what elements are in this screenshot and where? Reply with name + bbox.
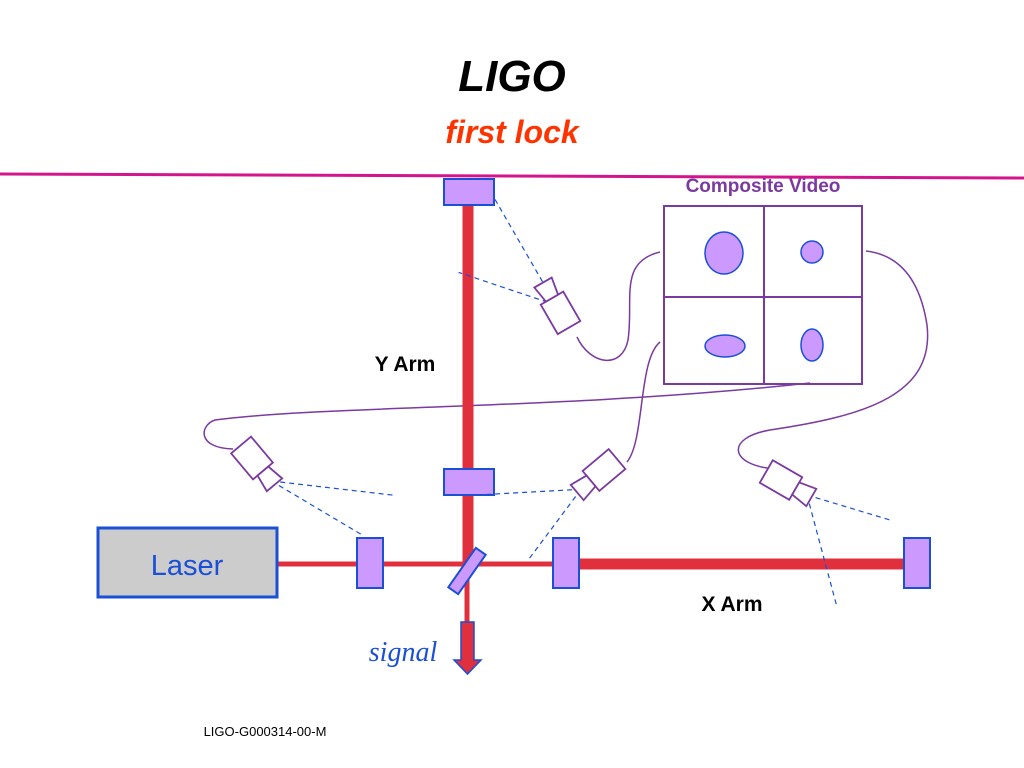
composite-video-label: Composite Video — [686, 176, 841, 197]
slide-subtitle: first lock — [445, 114, 579, 150]
camera-right — [758, 459, 891, 605]
laser-box: Laser — [96, 526, 279, 599]
y-end-mirror — [443, 178, 495, 206]
video-cables — [203, 250, 929, 470]
beam-spot-large — [704, 231, 744, 275]
x-arm-label: X Arm — [701, 593, 762, 616]
footer-document-id: LIGO-G000314-00-M — [204, 724, 327, 739]
y-input-mirror — [443, 468, 495, 496]
beam-spot-vertical — [800, 328, 824, 362]
signal-arrow — [452, 621, 483, 676]
cable-left-camera — [203, 382, 811, 450]
title-divider — [0, 172, 1024, 180]
beam-spot-small — [800, 240, 824, 264]
cable-top-camera — [576, 251, 661, 361]
beam-spot-horizontal — [704, 334, 746, 358]
laser-label: Laser — [151, 550, 224, 582]
recycling-mirror — [356, 537, 384, 589]
beam-splitter — [446, 546, 488, 596]
camera-left — [229, 435, 395, 536]
signal-label: signal — [369, 637, 438, 668]
camera-top — [458, 199, 582, 336]
camera-center — [481, 447, 627, 560]
cable-right-camera — [737, 250, 929, 470]
mirrors — [356, 178, 931, 596]
x-end-mirror — [903, 537, 931, 589]
x-input-mirror — [552, 537, 580, 589]
composite-video-monitor — [663, 205, 863, 385]
y-arm-label: Y Arm — [375, 353, 436, 376]
slide-title: LIGO — [458, 52, 566, 101]
cable-center-camera — [626, 341, 661, 463]
